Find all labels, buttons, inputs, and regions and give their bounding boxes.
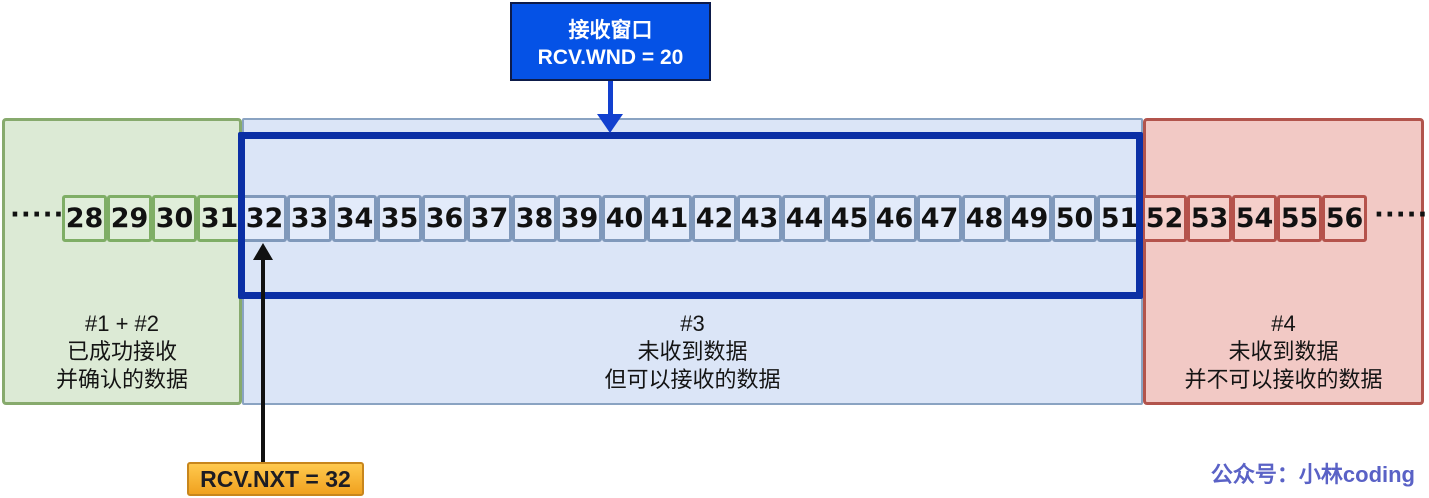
region-received-acked (2, 118, 242, 405)
rcv-wnd-value: RCV.WND = 20 (537, 46, 684, 69)
seq-cell: 38 (512, 195, 557, 242)
down-arrow-icon (597, 114, 623, 133)
watermark: 公众号：小林coding (1210, 462, 1415, 487)
rcv-wnd-callout: 接收窗口 RCV.WND = 20 (510, 2, 711, 81)
seq-cell: 51 (1097, 195, 1142, 242)
seq-cell: 46 (872, 195, 917, 242)
sequence-row: 28 29 30 31 32 33 34 35 36 37 38 39 40 4… (62, 195, 1367, 242)
left-ellipsis: ····· (10, 200, 65, 230)
seq-cell: 35 (377, 195, 422, 242)
seq-cell: 49 (1007, 195, 1052, 242)
caption-tag: #3 (680, 311, 705, 336)
caption-line: 但可以接收的数据 (604, 367, 781, 392)
seq-cell: 39 (557, 195, 602, 242)
seq-cell: 32 (242, 195, 287, 242)
seq-cell: 33 (287, 195, 332, 242)
seq-cell: 41 (647, 195, 692, 242)
up-arrow-line (261, 257, 265, 463)
region-receivable (242, 118, 1143, 405)
seq-cell: 29 (107, 195, 152, 242)
seq-cell: 54 (1232, 195, 1277, 242)
seq-cell: 50 (1052, 195, 1097, 242)
down-arrow-line (608, 81, 613, 116)
seq-cell: 36 (422, 195, 467, 242)
seq-cell: 48 (962, 195, 1007, 242)
seq-cell: 28 (62, 195, 107, 242)
caption-tag: #4 (1271, 311, 1296, 336)
seq-cell: 44 (782, 195, 827, 242)
seq-cell: 34 (332, 195, 377, 242)
seq-cell: 47 (917, 195, 962, 242)
seq-cell: 30 (152, 195, 197, 242)
caption-line: 并确认的数据 (55, 367, 188, 392)
seq-cell: 45 (827, 195, 872, 242)
seq-cell: 53 (1187, 195, 1232, 242)
seq-cell: 55 (1277, 195, 1322, 242)
seq-cell: 37 (467, 195, 512, 242)
caption-received-acked: #1 + #2 已成功接收 并确认的数据 (2, 310, 242, 394)
seq-cell: 42 (692, 195, 737, 242)
caption-line: 并不可以接收的数据 (1184, 367, 1383, 392)
seq-cell: 56 (1322, 195, 1367, 242)
region-not-receivable (1143, 118, 1424, 405)
rcv-wnd-title: 接收窗口 (568, 19, 653, 42)
caption-line: 已成功接收 (66, 339, 177, 364)
caption-line: 未收到数据 (637, 339, 748, 364)
seq-cell: 52 (1142, 195, 1187, 242)
up-arrow-icon (253, 243, 273, 260)
receive-window-outline (238, 132, 1143, 299)
right-ellipsis: ····· (1374, 200, 1429, 230)
caption-receivable: #3 未收到数据 但可以接收的数据 (242, 310, 1143, 394)
rcv-nxt-callout: RCV.NXT = 32 (187, 462, 364, 496)
caption-line: 未收到数据 (1228, 339, 1339, 364)
caption-not-receivable: #4 未收到数据 并不可以接收的数据 (1143, 310, 1424, 394)
caption-tag: #1 + #2 (84, 311, 159, 336)
seq-cell: 31 (197, 195, 242, 242)
seq-cell: 43 (737, 195, 782, 242)
seq-cell: 40 (602, 195, 647, 242)
